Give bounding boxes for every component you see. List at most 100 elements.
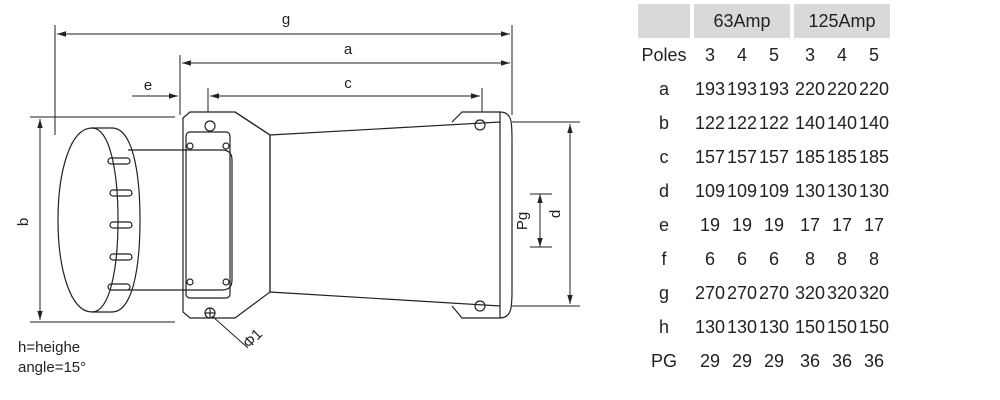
label-d: d	[547, 210, 564, 218]
value-cell: 157	[726, 146, 758, 167]
table-row: PG 29 29 29 36 36 36	[638, 344, 890, 378]
front-ring	[111, 127, 141, 313]
dimension-lines	[37, 31, 573, 349]
note-height: h=heighe	[18, 339, 81, 356]
value-cell: 17	[831, 214, 853, 235]
value-cell: 270	[694, 282, 726, 303]
value-cell: 320	[794, 282, 826, 303]
value-cell: 4	[736, 44, 747, 65]
value-cell: 130	[758, 316, 790, 337]
value-cell: 193	[694, 78, 726, 99]
value-cell: 36	[799, 350, 821, 371]
value-cell: 130	[726, 316, 758, 337]
row-label: h	[658, 316, 669, 337]
label-g: g	[282, 11, 290, 28]
row-label: b	[658, 112, 669, 133]
label-b: b	[15, 218, 32, 226]
mount-hole-top-right	[474, 119, 486, 131]
value-cell: 130	[858, 180, 890, 201]
header-corner	[638, 4, 690, 38]
technical-drawing: g a c e b d Pg Φ1	[15, 11, 580, 352]
value-cell: 320	[826, 282, 858, 303]
value-cell: 140	[826, 112, 858, 133]
row-label: PG	[650, 350, 677, 371]
row-label: f	[661, 248, 667, 269]
note-angle: angle=15°	[18, 359, 87, 376]
value-cell: 130	[694, 316, 726, 337]
value-cell: 185	[794, 146, 826, 167]
value-cell: 157	[758, 146, 790, 167]
label-phi: Φ1	[240, 326, 266, 352]
value-cell: 29	[763, 350, 785, 371]
value-cell: 36	[831, 350, 853, 371]
value-cell: 36	[863, 350, 885, 371]
row-label: g	[658, 282, 669, 303]
row-label: d	[658, 180, 669, 201]
value-cell: 4	[836, 44, 847, 65]
value-cell: 19	[699, 214, 721, 235]
value-cell: 3	[804, 44, 815, 65]
value-cell: 185	[858, 146, 890, 167]
value-cell: 6	[736, 248, 747, 269]
value-cell: 270	[726, 282, 758, 303]
dim-phi	[211, 315, 249, 349]
row-label: c	[659, 146, 669, 167]
label-c: c	[344, 75, 352, 92]
row-label: a	[658, 78, 669, 99]
flange-plate	[182, 111, 271, 319]
value-cell: 157	[694, 146, 726, 167]
value-cell: 150	[858, 316, 890, 337]
value-cell: 130	[826, 180, 858, 201]
mount-hole-top-left	[204, 120, 216, 132]
value-cell: 109	[694, 180, 726, 201]
housing-body	[269, 121, 501, 307]
value-cell: 320	[858, 282, 890, 303]
value-cell: 150	[794, 316, 826, 337]
row-label: Poles	[641, 44, 687, 65]
value-cell: 29	[731, 350, 753, 371]
value-cell: 193	[758, 78, 790, 99]
value-cell: 5	[768, 44, 779, 65]
value-cell: 220	[794, 78, 826, 99]
value-cell: 17	[799, 214, 821, 235]
value-cell: 19	[731, 214, 753, 235]
label-e: e	[144, 77, 152, 94]
extension-lines	[30, 25, 580, 323]
group-125amp: 125Amp	[794, 4, 890, 38]
value-cell: 150	[826, 316, 858, 337]
value-cell: 3	[704, 44, 715, 65]
value-cell: 8	[804, 248, 815, 269]
value-cell: 122	[758, 112, 790, 133]
label-a: a	[344, 41, 353, 58]
value-cell: 109	[758, 180, 790, 201]
value-cell: 29	[699, 350, 721, 371]
value-cell: 8	[836, 248, 847, 269]
value-cell: 6	[704, 248, 715, 269]
group-63amp: 63Amp	[694, 4, 790, 38]
value-cell: 19	[763, 214, 785, 235]
value-cell: 8	[868, 248, 879, 269]
value-cell: 122	[726, 112, 758, 133]
value-cell: 5	[868, 44, 879, 65]
socket-outline	[57, 111, 513, 319]
value-cell: 17	[863, 214, 885, 235]
value-cell: 122	[694, 112, 726, 133]
value-cell: 220	[826, 78, 858, 99]
value-cell: 193	[726, 78, 758, 99]
value-cell: 130	[794, 180, 826, 201]
value-cell: 140	[794, 112, 826, 133]
value-cell: 109	[726, 180, 758, 201]
label-pg: Pg	[514, 212, 531, 230]
value-cell: 270	[758, 282, 790, 303]
